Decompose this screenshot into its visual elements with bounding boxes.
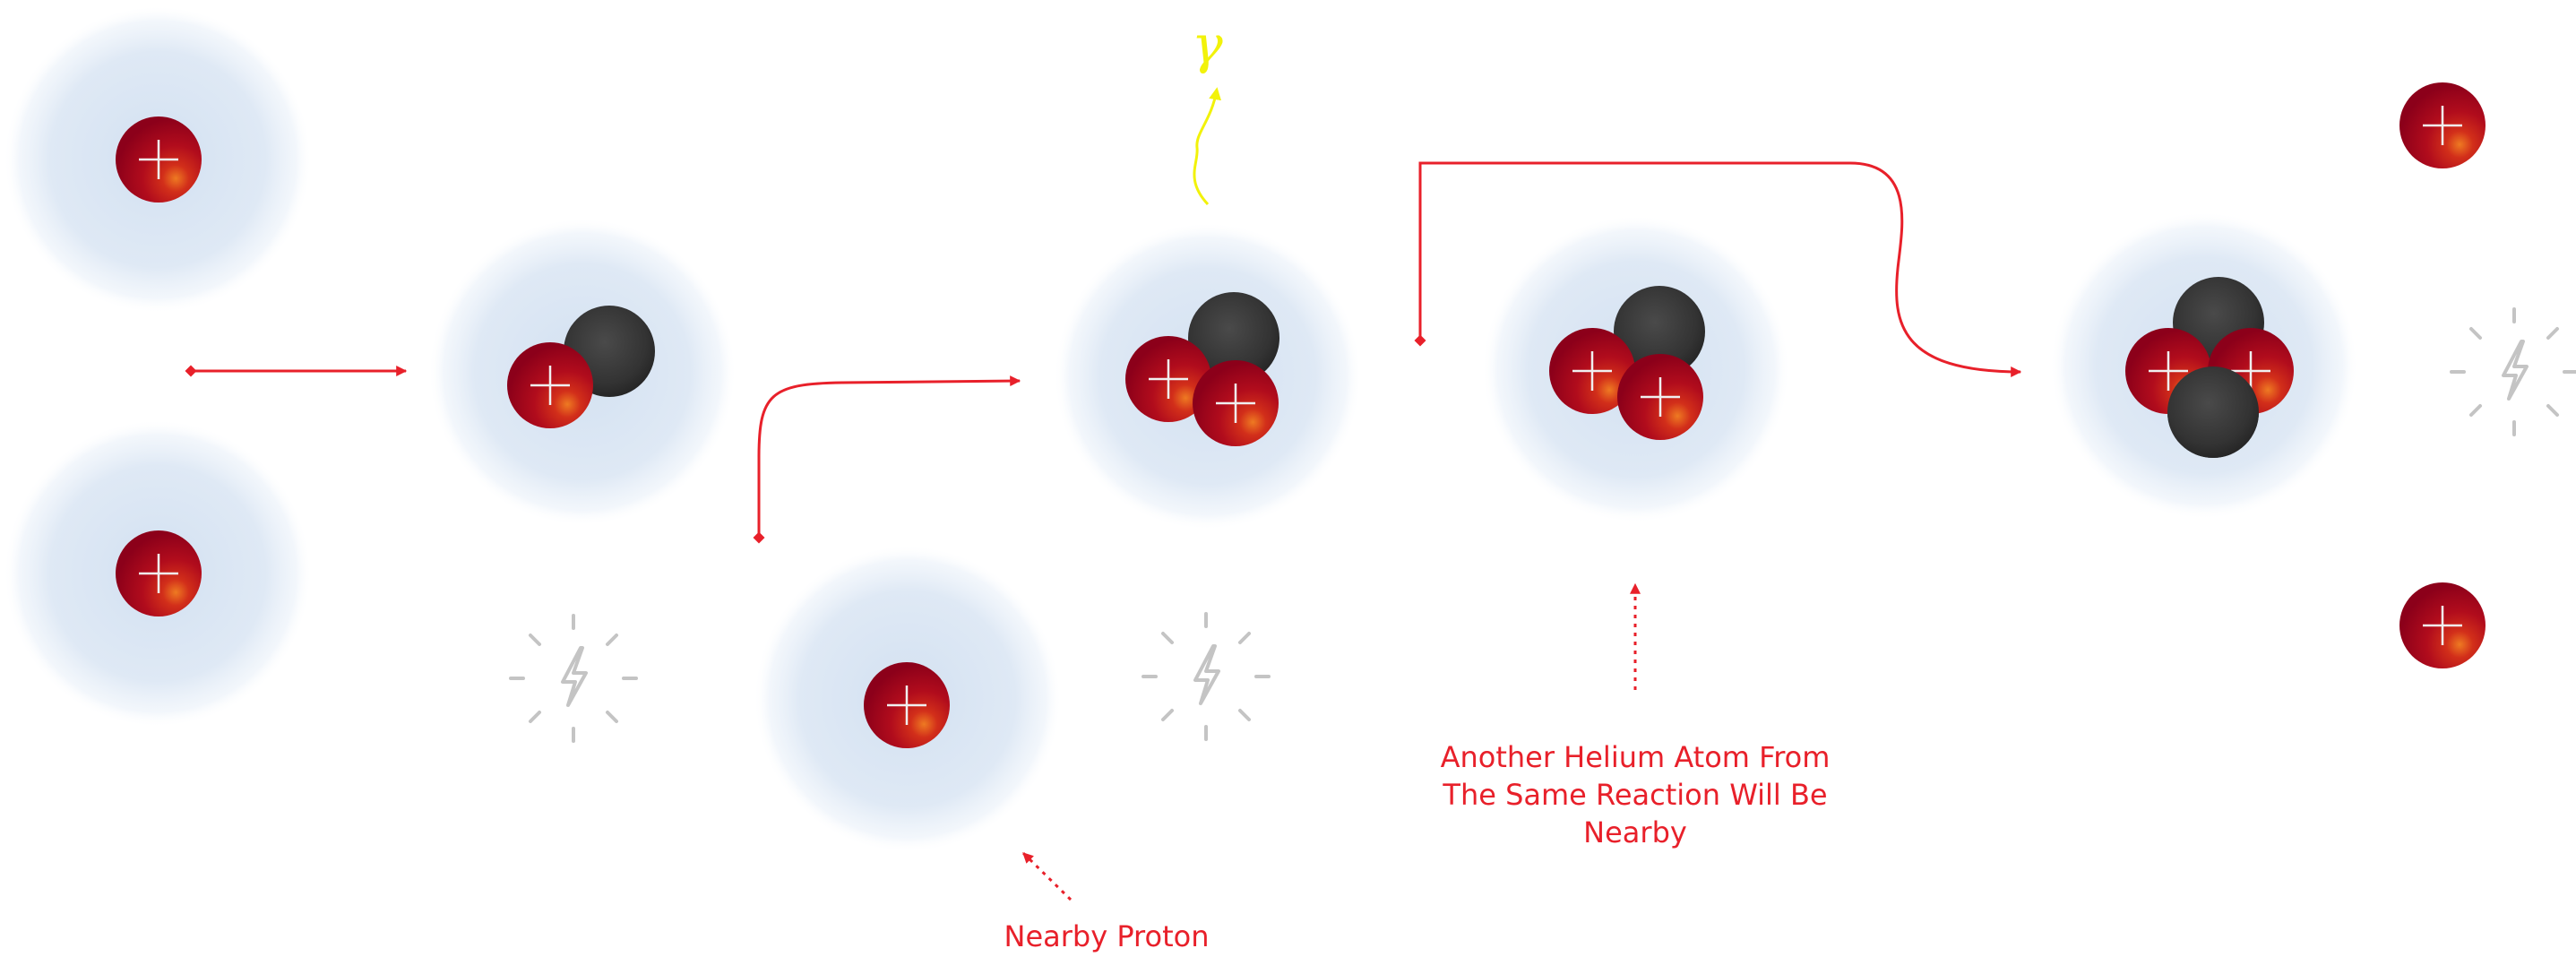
- plus-icon: [887, 685, 926, 725]
- neutron: [1188, 292, 1279, 384]
- particles: [116, 82, 2486, 748]
- lightning-burst-icon: [1142, 612, 1271, 741]
- proton: [507, 342, 593, 428]
- arrow-nearby-proton: [753, 375, 1021, 544]
- plus-icon: [139, 554, 178, 593]
- plus-icon: [2231, 351, 2270, 391]
- neutron: [2167, 366, 2259, 458]
- proton: [2399, 582, 2486, 668]
- another-helium-line: The Same Reaction Will Be: [1443, 778, 1828, 812]
- proton: [1125, 336, 1211, 422]
- proton: [1549, 328, 1635, 414]
- proton: [2399, 82, 2486, 168]
- atom-glows: [4, 5, 2358, 853]
- another-helium-label: Another Helium Atom From The Same Reacti…: [1389, 738, 1882, 851]
- plus-icon: [530, 366, 570, 405]
- plus-icon: [1216, 384, 1255, 423]
- lightning-burst-icon: [2450, 307, 2576, 436]
- plus-icon: [1572, 351, 1612, 391]
- plus-icon: [2423, 606, 2462, 645]
- nearby-proton-label: Nearby Proton: [1004, 919, 1210, 953]
- arrow-helium-merge: [1414, 161, 2022, 377]
- plus-icon: [1641, 377, 1680, 417]
- plus-icon: [1149, 359, 1188, 399]
- gamma-symbol: γ: [1192, 14, 1223, 75]
- plus-icon: [2149, 351, 2188, 391]
- another-helium-line: Nearby: [1583, 815, 1687, 849]
- reaction-arrows: [185, 87, 2022, 901]
- neutron: [1614, 286, 1705, 377]
- another-helium-line: Another Helium Atom From: [1440, 740, 1831, 774]
- plus-icon: [2423, 106, 2462, 145]
- proton: [116, 116, 202, 203]
- proton: [116, 530, 202, 616]
- lightning-burst-icon: [509, 614, 638, 743]
- plus-icon: [139, 140, 178, 179]
- proton: [864, 662, 950, 748]
- arrow-nearby-proton-label: [1021, 851, 1073, 901]
- proton: [1617, 354, 1703, 440]
- gamma-ray-wave: [1193, 87, 1222, 206]
- proton: [1193, 360, 1279, 446]
